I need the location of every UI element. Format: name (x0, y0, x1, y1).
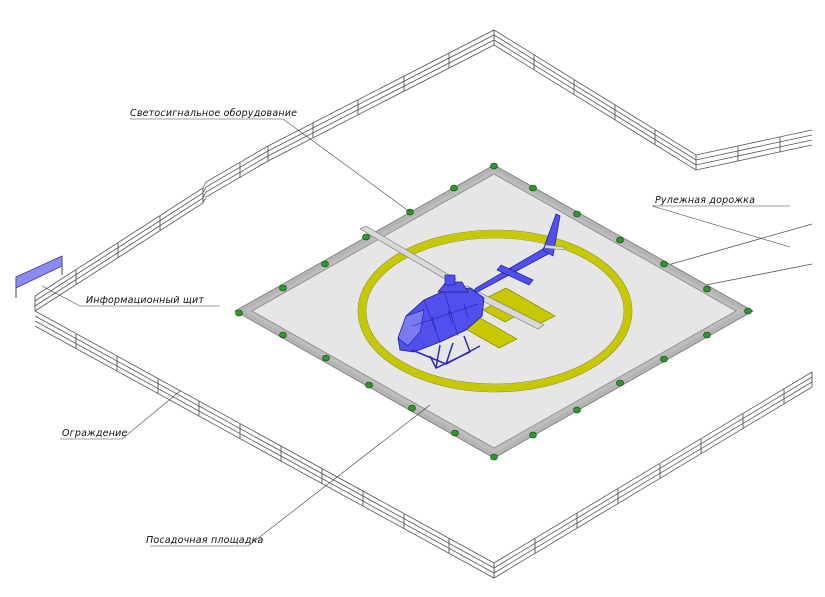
green-light-icon (279, 331, 287, 339)
label-lighting-equipment: Светосигнальное оборудование (130, 108, 298, 119)
green-light-icon (365, 381, 373, 389)
info-board (15, 255, 63, 298)
helicopter-icon (359, 213, 565, 369)
green-light-icon (279, 284, 287, 292)
green-light-icon (573, 406, 581, 414)
label-taxiway: Рулежная дорожка (655, 195, 756, 206)
green-light-icon (235, 309, 243, 317)
fence-front-posts (75, 334, 813, 578)
green-light-icon (703, 331, 711, 339)
label-fence: Ограждение (62, 428, 128, 439)
touchdown-marking (357, 229, 633, 393)
label-landing-pad: Посадочная площадка (146, 535, 264, 546)
green-light-icon (744, 307, 752, 315)
green-light-icon (660, 260, 668, 268)
green-light-icon (362, 233, 370, 241)
leader-lines (41, 118, 791, 547)
green-light-icon (616, 379, 624, 387)
green-light-icon (660, 355, 668, 363)
green-light-icon (408, 404, 416, 412)
green-light-icon (573, 210, 581, 218)
green-light-icon (529, 431, 537, 439)
green-light-icon (322, 354, 330, 362)
green-light-icon (451, 429, 459, 437)
green-light-icon (490, 453, 498, 461)
green-light-icon (450, 184, 458, 192)
fence-back-posts (34, 30, 781, 311)
green-light-icon (490, 162, 498, 170)
green-light-icon (529, 184, 537, 192)
green-light-icon (703, 285, 711, 293)
green-light-icon (616, 236, 624, 244)
green-light-icon (321, 260, 329, 268)
label-info-board: Информационный щит (86, 295, 205, 306)
taxiway (667, 223, 813, 286)
